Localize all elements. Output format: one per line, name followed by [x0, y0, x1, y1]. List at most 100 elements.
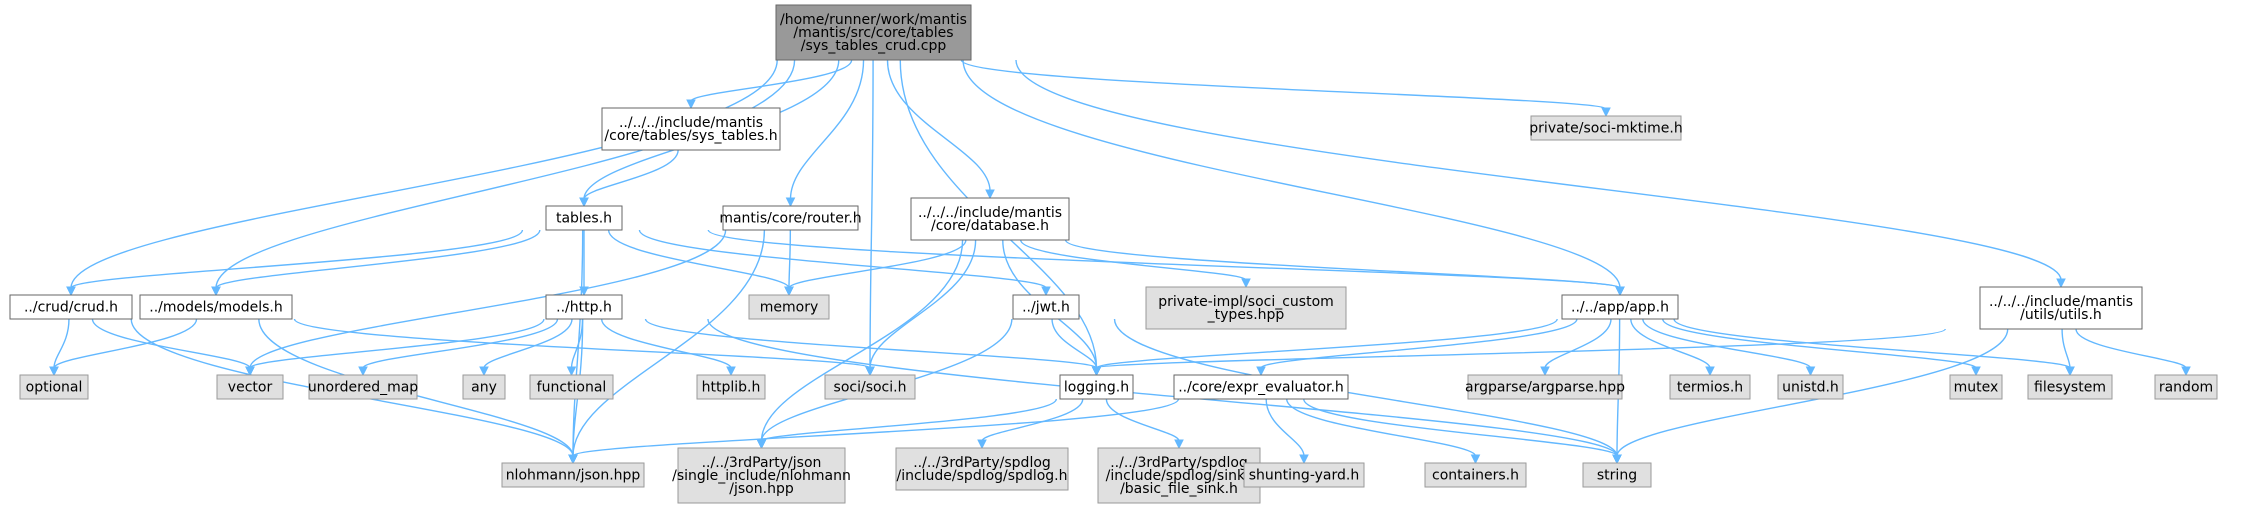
edge-database-to-app [1064, 239, 1625, 297]
node-database[interactable]: ../../../include/mantis/core/database.h [910, 197, 1070, 241]
node-box [545, 205, 623, 231]
node-label: mutex [1954, 380, 1999, 396]
node-sys-tables[interactable]: ../../../include/mantis/core/tables/sys_… [601, 107, 781, 151]
node-box [529, 374, 614, 400]
node-app[interactable]: ../../app/app.h [1561, 294, 1679, 320]
edge-utils-to-random [2075, 328, 2191, 377]
node-label: unordered_map [308, 380, 418, 396]
node-spdlog[interactable]: ../../3rdParty/spdlog/include/spdlog/spd… [895, 447, 1069, 491]
edge-line [1544, 318, 1612, 369]
node-optional[interactable]: optional [19, 374, 89, 400]
node-label: /sys_tables_crud.cpp [801, 38, 947, 54]
node-box [2154, 374, 2218, 400]
edge-line [869, 59, 874, 369]
node-label: _types.hpp [1207, 307, 1285, 323]
node-logging[interactable]: logging.h [1059, 374, 1134, 400]
node-soci-custom[interactable]: private-impl/soci_custom_types.hpp [1145, 286, 1347, 330]
edge-line [981, 398, 1084, 442]
edge-models-to-optional [49, 318, 198, 377]
edge-line [91, 318, 251, 369]
node-filesystem[interactable]: filesystem [2027, 374, 2113, 400]
node-box [722, 205, 859, 231]
node-box [1467, 374, 1623, 400]
edge-arrowhead [1805, 366, 1816, 377]
edge-app-to-expr [1256, 318, 1578, 377]
edge-layer [49, 59, 2191, 465]
node-label: random [2159, 380, 2213, 396]
node-label: /include/spdlog/sinks [1106, 468, 1253, 484]
edge-arrowhead [1705, 366, 1715, 377]
node-termios[interactable]: termios.h [1669, 374, 1751, 400]
node-router[interactable]: mantis/core/router.h [719, 205, 862, 231]
edge-expr-to-json [568, 398, 1180, 465]
edge-arrowhead [1971, 366, 1981, 377]
edge-line [707, 318, 1618, 457]
node-label: unistd.h [1782, 380, 1839, 396]
edge-line [483, 318, 573, 369]
node-httplib[interactable]: httplib.h [696, 374, 766, 400]
node-mutex[interactable]: mutex [1949, 374, 2003, 400]
node-spdlog-sink[interactable]: ../../3rdParty/spdlog/include/spdlog/sin… [1097, 447, 1261, 504]
node-label: containers.h [1432, 468, 1519, 484]
node-expr[interactable]: ../core/expr_evaluator.h [1173, 374, 1349, 400]
node-argparse[interactable]: argparse/argparse.hpp [1465, 374, 1625, 400]
node-label: functional [537, 380, 607, 396]
node-models[interactable]: ../models/models.h [139, 294, 293, 320]
edge-line [215, 229, 541, 289]
node-root[interactable]: /home/runner/work/mantis/mantis/src/core… [775, 4, 972, 61]
edge-line [1105, 398, 1180, 442]
edge-arrowhead [1256, 366, 1266, 377]
node-unordered-map[interactable]: unordered_map [308, 374, 418, 400]
edge-arrowhead [2181, 366, 2191, 377]
edge-tables-to-models [211, 229, 541, 297]
node-soci-mktime[interactable]: private/soci-mktime.h [1529, 115, 1683, 141]
node-tables[interactable]: tables.h [545, 205, 623, 231]
edge-line [1015, 59, 2062, 281]
edge-logging-to-spdlog-sink [1105, 398, 1184, 450]
edge-http-to-any [479, 318, 573, 377]
node-http[interactable]: ../http.h [545, 294, 623, 320]
edge-root-to-sys-tables [686, 59, 853, 110]
node-jwt[interactable]: ../jwt.h [1012, 294, 1080, 320]
edge-root-to-utils [1015, 59, 2066, 289]
node-random[interactable]: random [2154, 374, 2218, 400]
node-label: ../core/expr_evaluator.h [1178, 380, 1344, 396]
node-vector[interactable]: vector [216, 374, 284, 400]
node-box [696, 374, 766, 400]
node-label: ../../../include/mantis [1989, 294, 2133, 310]
node-utils[interactable]: ../../../include/mantis/utils/utils.h [1979, 286, 2143, 330]
node-label: termios.h [1677, 380, 1743, 396]
edge-line [760, 398, 1057, 442]
node-label: private/soci-mktime.h [1529, 121, 1682, 137]
edge-tables-to-memory [607, 229, 794, 297]
node-label: memory [760, 300, 819, 316]
node-memory[interactable]: memory [748, 294, 830, 320]
node-label: /json.hpp [729, 481, 794, 497]
node-box [308, 374, 418, 400]
node-json[interactable]: nlohmann/json.hpp [501, 462, 645, 488]
node-containers[interactable]: containers.h [1424, 462, 1527, 488]
edge-line [1020, 239, 1247, 281]
node-crud[interactable]: ../crud/crud.h [9, 294, 133, 320]
node-json3rd[interactable]: ../../3rdParty/json/single_include/nlohm… [672, 447, 851, 504]
node-string[interactable]: string [1582, 462, 1652, 488]
edge-arrowhead [1612, 454, 1622, 465]
node-functional[interactable]: functional [529, 374, 614, 400]
node-box [1424, 462, 1527, 488]
edge-line [690, 59, 853, 102]
edge-tables-to-json [568, 229, 584, 465]
edge-line [638, 229, 1047, 289]
node-soci[interactable]: soci/soci.h [824, 374, 916, 400]
node-any[interactable]: any [462, 374, 506, 400]
edge-arrowhead [1540, 366, 1550, 377]
node-box [1949, 374, 2003, 400]
edge-arrowhead [568, 454, 578, 465]
edge-router-to-json [568, 229, 766, 465]
node-box [677, 447, 846, 504]
edge-models-to-soci [293, 318, 875, 377]
node-shunting[interactable]: shunting-yard.h [1243, 462, 1365, 488]
node-unistd[interactable]: unistd.h [1777, 374, 1844, 400]
node-label: private-impl/soci_custom [1158, 294, 1334, 310]
node-label: /single_include/nlohmann [672, 468, 851, 484]
edge-line [1662, 318, 1977, 369]
